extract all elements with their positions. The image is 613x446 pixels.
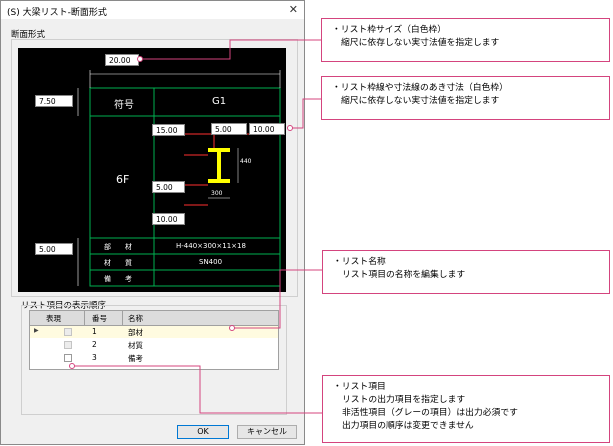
note-4-text-3: 出力項目の順序は変更できません — [342, 421, 474, 431]
note-list-frame-size: ・リスト枠サイズ（白色枠） 縮尺に依存しない実寸法値を指定します — [321, 18, 610, 62]
note-3-title: ・リスト名称 — [333, 257, 386, 267]
row-checkbox — [64, 328, 72, 336]
row-value-1: H-440×300×11×18 — [176, 242, 246, 250]
order-grid[interactable]: 表現 番号 名称 ▶ 1 部材 2 材質 3 備考 — [29, 310, 279, 370]
row-number: 1 — [92, 327, 97, 336]
header-label: 符号 — [114, 100, 134, 111]
dialog-window: (S) 大梁リスト-断面形式 ✕ 断面形式 — [0, 0, 305, 445]
note-4-text-1: リストの出力項目を指定します — [342, 395, 466, 405]
table-frame — [89, 87, 281, 287]
ok-button[interactable]: OK — [177, 425, 229, 439]
inner-mid-right-input[interactable]: 10.00 — [249, 123, 285, 135]
floor-label: 6F — [116, 173, 130, 186]
row-number: 2 — [92, 340, 97, 349]
left-top-dim-input[interactable]: 7.50 — [35, 95, 73, 107]
col-header-number[interactable]: 番号 — [92, 314, 107, 323]
dialog-title: (S) 大梁リスト-断面形式 — [7, 8, 107, 18]
note-list-name: ・リスト名称 リスト項目の名称を編集します — [322, 250, 610, 294]
dim-width-label: 300 — [211, 190, 223, 197]
inner-left-bottom-input[interactable]: 10.00 — [152, 213, 185, 225]
dim-height-label: 440 — [240, 158, 252, 165]
row-name[interactable]: 備考 — [128, 354, 143, 363]
note-frame-spacing: ・リスト枠線や寸法線のあき寸法（白色枠） 縮尺に依存しない実寸法値を指定します — [321, 76, 610, 120]
row-checkbox[interactable] — [64, 354, 72, 362]
preview-figure: 符号 G1 6F 440 300 部 材 H-440×300×11×18 材 質… — [18, 48, 286, 292]
col-header-display[interactable]: 表現 — [46, 314, 61, 323]
row-name[interactable]: 材質 — [128, 341, 143, 350]
close-icon[interactable]: ✕ — [288, 3, 298, 16]
row-value-2: SN400 — [199, 258, 223, 266]
cancel-button[interactable]: キャンセル — [237, 425, 297, 439]
grid-row[interactable]: ▶ 1 部材 — [30, 326, 278, 338]
title-bar: (S) 大梁リスト-断面形式 ✕ — [1, 1, 304, 19]
row-label-3: 備 考 — [104, 275, 132, 283]
inner-left-mid-input[interactable]: 5.00 — [152, 181, 185, 193]
section-label: 断面形式 — [11, 30, 46, 40]
row-number: 3 — [92, 353, 97, 362]
row-name[interactable]: 部材 — [128, 328, 143, 337]
note-1-text: 縮尺に依存しない実寸法値を指定します — [341, 38, 500, 48]
grid-row[interactable]: 3 備考 — [30, 352, 278, 364]
row-checkbox — [64, 341, 72, 349]
order-label: リスト項目の表示順序 — [21, 301, 107, 311]
left-bottom-dim-input[interactable]: 5.00 — [35, 243, 73, 255]
note-4-text-2: 非活性項目（グレーの項目）は出力必須です — [342, 408, 518, 418]
beam-top-flange — [208, 148, 230, 152]
header-value: G1 — [212, 96, 227, 107]
inner-top-left-input[interactable]: 15.00 — [152, 124, 185, 136]
beam-web — [217, 152, 221, 179]
note-2-title: ・リスト枠線や寸法線のあき寸法（白色枠） — [332, 83, 508, 93]
inner-mid-left-input[interactable]: 5.00 — [211, 123, 247, 135]
note-2-text: 縮尺に依存しない実寸法値を指定します — [341, 96, 500, 106]
grid-header: 表現 番号 名称 — [30, 311, 278, 326]
note-list-items: ・リスト項目 リストの出力項目を指定します 非活性項目（グレーの項目）は出力必須… — [322, 375, 610, 443]
row-label-2: 材 質 — [104, 259, 132, 267]
beam-bottom-flange — [208, 179, 230, 183]
order-group — [21, 305, 287, 415]
top-dim-input[interactable]: 20.00 — [105, 54, 139, 66]
note-1-title: ・リスト枠サイズ（白色枠） — [332, 25, 447, 35]
row-pointer-icon: ▶ — [34, 327, 39, 334]
col-header-name[interactable]: 名称 — [128, 314, 143, 323]
preview-drawing — [77, 70, 281, 287]
note-4-title: ・リスト項目 — [333, 382, 386, 392]
row-label-1: 部 材 — [104, 243, 132, 251]
note-3-text: リスト項目の名称を編集します — [342, 270, 466, 280]
grid-row[interactable]: 2 材質 — [30, 339, 278, 351]
